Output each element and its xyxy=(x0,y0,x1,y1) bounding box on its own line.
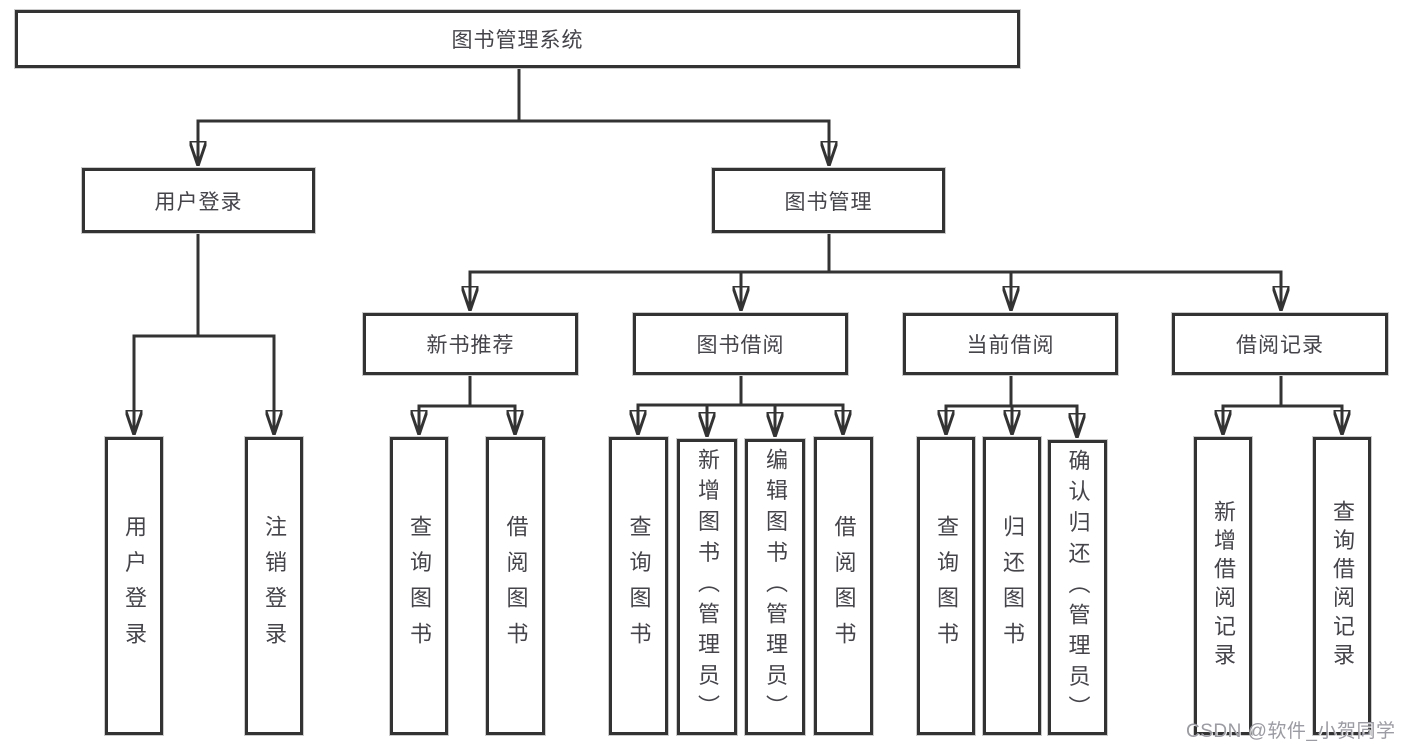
leaf-logout: 注销登录 xyxy=(245,437,303,735)
node-new-book-recommend-label: 新书推荐 xyxy=(426,334,515,357)
leaf-query-books-borrow-label: 查询图书 xyxy=(626,514,652,658)
leaf-confirm-return-admin-label: 确认归还（管理员） xyxy=(1065,448,1091,727)
leaf-borrow-books-recommend: 借阅图书 xyxy=(486,437,545,735)
leaf-query-borrow-record: 查询借阅记录 xyxy=(1313,437,1371,735)
leaf-edit-books-admin-label: 编辑图书（管理员） xyxy=(763,448,788,726)
node-borrow-records: 借阅记录 xyxy=(1172,313,1388,375)
leaf-user-login-label: 用户登录 xyxy=(122,514,147,658)
leaf-add-books-admin-label: 新增图书（管理员） xyxy=(695,448,720,726)
leaf-borrow-books-label: 借阅图书 xyxy=(831,514,857,658)
leaf-borrow-books: 借阅图书 xyxy=(814,437,873,735)
csdn-watermark: CSDN @软件_小贺同学 xyxy=(1186,721,1396,742)
node-current-borrow: 当前借阅 xyxy=(903,313,1118,375)
leaf-borrow-books-recommend-label: 借阅图书 xyxy=(503,514,529,658)
leaf-query-books-borrow: 查询图书 xyxy=(609,437,668,735)
leaf-add-borrow-record-label: 新增借阅记录 xyxy=(1211,500,1236,672)
leaf-add-books-admin: 新增图书（管理员） xyxy=(677,439,737,735)
leaf-return-books: 归还图书 xyxy=(983,437,1041,735)
node-new-book-recommend: 新书推荐 xyxy=(363,313,578,375)
leaf-logout-label: 注销登录 xyxy=(262,514,287,658)
node-book-borrow: 图书借阅 xyxy=(633,313,848,375)
node-root: 图书管理系统 xyxy=(15,10,1020,68)
leaf-query-books-recommend: 查询图书 xyxy=(390,437,448,735)
node-user-login: 用户登录 xyxy=(82,168,315,233)
leaf-return-books-label: 归还图书 xyxy=(1000,514,1025,658)
node-book-borrow-label: 图书借阅 xyxy=(696,334,785,357)
leaf-add-borrow-record: 新增借阅记录 xyxy=(1194,437,1252,735)
node-current-borrow-label: 当前借阅 xyxy=(966,334,1055,357)
node-user-login-label: 用户登录 xyxy=(154,190,243,214)
leaf-edit-books-admin: 编辑图书（管理员） xyxy=(745,439,805,735)
node-book-management: 图书管理 xyxy=(712,168,945,233)
leaf-user-login: 用户登录 xyxy=(105,437,163,735)
node-borrow-records-label: 借阅记录 xyxy=(1236,334,1324,357)
leaf-query-books-recommend-label: 查询图书 xyxy=(407,514,432,658)
node-book-management-label: 图书管理 xyxy=(784,190,873,214)
leaf-confirm-return-admin: 确认归还（管理员） xyxy=(1048,440,1107,735)
leaf-query-borrow-record-label: 查询借阅记录 xyxy=(1330,500,1355,672)
node-root-label: 图书管理系统 xyxy=(451,29,584,52)
leaf-query-books-current: 查询图书 xyxy=(917,437,975,735)
leaf-query-books-current-label: 查询图书 xyxy=(934,514,959,658)
